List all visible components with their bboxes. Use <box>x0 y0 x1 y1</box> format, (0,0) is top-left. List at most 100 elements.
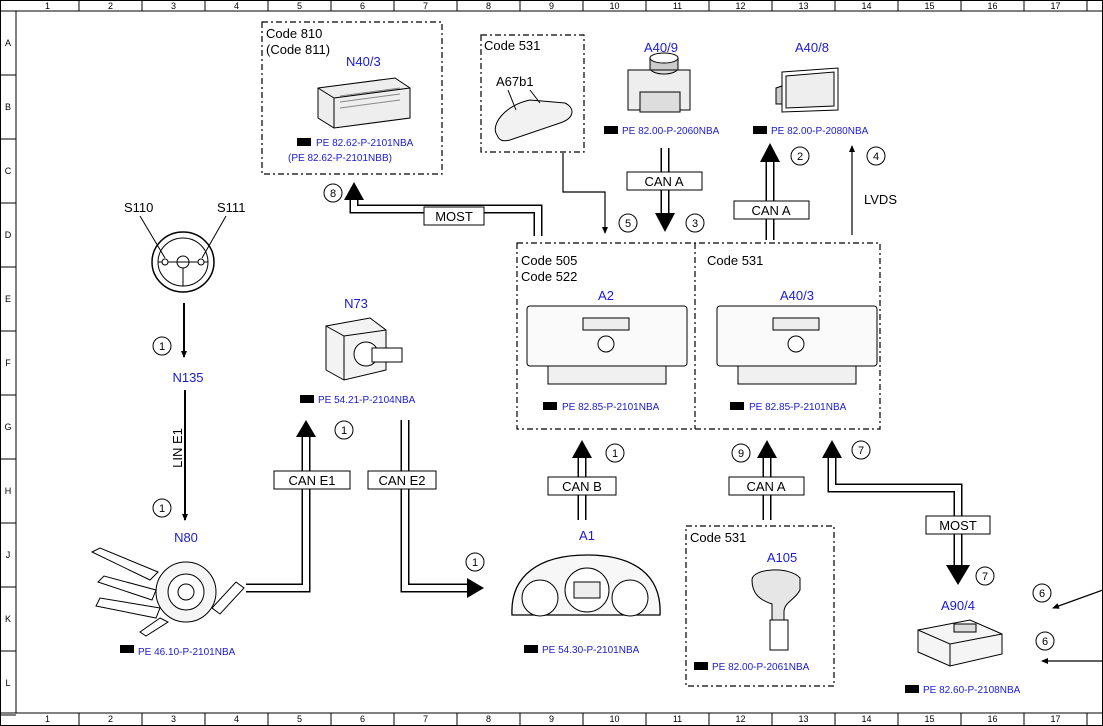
marker-7 <box>851 440 871 460</box>
s111-label: S111 <box>217 200 245 215</box>
marker-9 <box>731 443 751 463</box>
grid-column-label-bottom: 3 <box>171 714 176 724</box>
a40-3-label: A40/3 <box>780 288 814 303</box>
can-e2-bus-inner <box>402 420 468 591</box>
grid-row-label: K <box>5 614 11 624</box>
a40-9-label: A40/9 <box>644 40 678 55</box>
svg-text:3: 3 <box>692 218 698 230</box>
grid-column-label-top: 1 <box>45 1 50 11</box>
grid-column-label-top: 8 <box>486 1 491 11</box>
n135-label: N135 <box>172 370 203 385</box>
a90-4-ref: PE 82.60-P-2108NBA <box>923 685 1021 696</box>
book-icon <box>524 645 538 653</box>
lin-e1-label: LIN E1 <box>170 428 185 468</box>
n73-ref: PE 54.21-P-2104NBA <box>318 395 416 406</box>
svg-text:9: 9 <box>738 448 744 460</box>
a105-code-box <box>685 525 835 687</box>
n40-3-ref: PE 82.62-P-2101NBA <box>316 138 414 149</box>
n80-ref: PE 46.10-P-2101NBA <box>138 647 236 658</box>
svg-text:7: 7 <box>982 571 988 583</box>
grid-column-label-bottom: 14 <box>861 714 871 724</box>
can-e1-label: CAN E1 <box>289 473 336 488</box>
n40-3-label: N40/3 <box>346 54 381 69</box>
s110-leader <box>139 215 166 259</box>
grid-column-label-bottom: 5 <box>297 714 302 724</box>
grid-column-label-bottom: 17 <box>1050 714 1060 724</box>
book-icon <box>753 126 767 134</box>
grid-column-label-top: 17 <box>1050 1 1060 11</box>
can-a-top-label: CAN A <box>644 174 683 189</box>
grid-column-label-bottom: 15 <box>924 714 934 724</box>
marker-8 <box>323 183 343 203</box>
n40-3-code-box <box>261 21 443 175</box>
n80-label: N80 <box>174 530 198 545</box>
grid-row-label: C <box>5 166 12 176</box>
can-e1-bus-outer <box>246 436 311 593</box>
n40-3-code: Code 810 <box>266 26 322 41</box>
a105-ref: PE 82.00-P-2061NBA <box>712 662 810 673</box>
rearview-mirror-image <box>494 89 573 142</box>
s110-label: S110 <box>124 200 153 215</box>
ignition-switch-image <box>325 317 403 381</box>
a40-8-ref: PE 82.00-P-2080NBA <box>771 126 869 137</box>
grid-column-label-top: 15 <box>924 1 934 11</box>
a2-ref: PE 82.85-P-2101NBA <box>562 402 660 413</box>
display-screen-image <box>775 67 839 113</box>
grid-column-label-top: 10 <box>609 1 619 11</box>
grid-row-label: F <box>5 358 11 368</box>
most-top-box <box>423 206 485 226</box>
marker-4 <box>866 146 886 166</box>
input-6-top-line <box>1052 589 1103 609</box>
grid-column-label-bottom: 13 <box>798 714 808 724</box>
grid-column-label-bottom: 2 <box>108 714 113 724</box>
gear-selector-image <box>751 569 801 651</box>
svg-text:1: 1 <box>612 448 618 460</box>
can-a-top-box <box>626 171 703 191</box>
lvds-label: LVDS <box>864 192 897 207</box>
can-a-top-arrowhead <box>655 213 675 232</box>
grid-row-label: G <box>4 422 11 432</box>
marker-1 <box>152 498 172 518</box>
grid-column-label-top: 4 <box>234 1 239 11</box>
svg-text:2: 2 <box>797 151 803 163</box>
a40-3-head-unit-image <box>716 305 878 385</box>
most-bottom-label: MOST <box>939 518 977 533</box>
grid-column-label-bottom: 4 <box>234 714 239 724</box>
grid-column-label-top: 11 <box>673 1 682 11</box>
can-a-bottom-label: CAN A <box>746 479 785 494</box>
can-a-right-label: CAN A <box>751 203 790 218</box>
svg-text:6: 6 <box>1042 636 1048 648</box>
book-icon <box>543 402 557 410</box>
grid-row-label: H <box>5 486 12 496</box>
can-e1-bus-inner <box>246 436 309 591</box>
controller-knob-image <box>627 52 691 113</box>
svg-text:5: 5 <box>625 218 631 230</box>
book-icon <box>604 126 618 134</box>
can-e2-arrowhead <box>467 578 484 598</box>
n73-label: N73 <box>344 296 368 311</box>
grid-row-label: L <box>5 678 10 688</box>
book-icon <box>730 402 744 410</box>
book-icon <box>905 685 919 693</box>
most-bottom-down-arrowhead <box>946 565 970 585</box>
can-e2-box <box>367 470 437 490</box>
steering-column-switch-image <box>90 547 245 637</box>
grid-column-label-bottom: 9 <box>549 714 554 724</box>
grid-row-label: D <box>5 230 12 240</box>
can-b-box <box>547 476 617 496</box>
a67b1-label: A67b1 <box>496 74 534 89</box>
a67b1-code: Code 531 <box>484 38 540 53</box>
grid-row-label: B <box>5 102 11 112</box>
can-a-bottom-box <box>728 476 805 496</box>
book-icon <box>694 662 708 670</box>
grid-row-label: E <box>5 294 11 304</box>
grid-column-label-top: 13 <box>798 1 808 11</box>
grid-row-label: A <box>5 38 11 48</box>
marker-1 <box>152 336 172 356</box>
n40-3-code-alt: (Code 811) <box>266 42 330 57</box>
svg-text:1: 1 <box>159 341 165 353</box>
marker-3 <box>685 213 705 233</box>
grid-column-label-bottom: 1 <box>45 714 50 724</box>
grid-column-label-top: 5 <box>297 1 302 11</box>
can-a-right-arrowhead <box>760 143 780 162</box>
